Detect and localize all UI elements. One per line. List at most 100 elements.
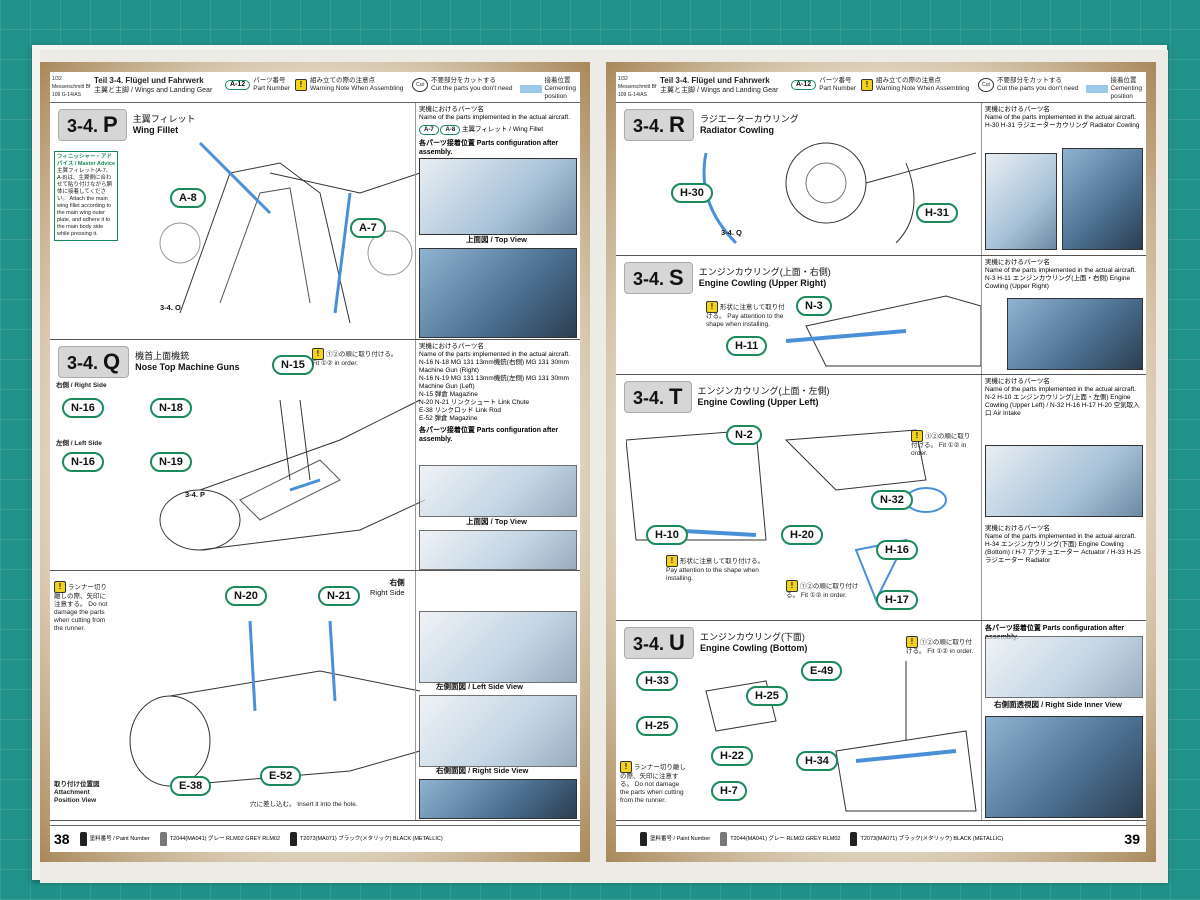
- kit-name: 1/32 Messerschmitt Bf 109 G-14/AS: [52, 76, 91, 98]
- part-label: N-21: [318, 586, 360, 606]
- reference-photo: [419, 248, 577, 338]
- part-label: H-25: [746, 686, 788, 706]
- step-name-en: Wing Fillet: [132, 125, 179, 135]
- step-name-jp: ラジエーターカウリング: [699, 114, 799, 124]
- step-name-en: Engine Cowling (Upper Left): [697, 397, 819, 407]
- cut-icon: Cut: [412, 78, 428, 92]
- paint-legend-item: T2044(MA041) グレー RLM02 GREY RLM02: [159, 832, 280, 846]
- order-note: ! ①②の順に取り付ける。 Fit ①② in order.: [786, 580, 859, 599]
- step-badge: 3-4. S: [624, 262, 693, 294]
- step-badge: 3-4. T: [624, 381, 692, 413]
- left-side-label: 左側 / Left Side: [56, 440, 102, 447]
- page-content: 1/32 Messerschmitt Bf 109 G-14/AS Teil 3…: [50, 72, 580, 852]
- instruction-page-left: 1/32 Messerschmitt Bf 109 G-14/AS Teil 3…: [40, 62, 590, 862]
- wing-fillet-drawing: [159, 141, 421, 324]
- reference-step: 3-4. Q: [721, 228, 742, 237]
- step-3-4-t: 3-4. T エンジンカウリング(上面・左側)Engine Cowling (U…: [616, 375, 1146, 621]
- bottom-cowling-drawing: [705, 661, 977, 812]
- paint-legend-item: T2044(MA041) グレー RLM02 GREY RLM02: [720, 832, 840, 846]
- step-side-info: 実機におけるパーツ名 Name of the parts implemented…: [415, 103, 580, 339]
- part-label: H-7: [711, 781, 747, 801]
- step-badge: 3-4. R: [624, 109, 694, 141]
- page-number: 38: [54, 831, 70, 847]
- part-label: N-20: [225, 586, 267, 606]
- step-badge: 3-4. Q: [58, 346, 130, 378]
- part-label: N-16: [62, 398, 104, 418]
- part-label: A-7: [350, 218, 386, 238]
- step-side-info: 実機におけるパーツ名 Name of the parts implemented…: [981, 103, 1146, 255]
- page-content: 1/32 Messerschmitt Bf 109 G-14/AS Teil 3…: [616, 72, 1146, 852]
- paint-legend-footer: 38 塗料番号 / Paint Number T2044(MA041) グレー …: [50, 825, 580, 852]
- left-view-diagram: [419, 611, 577, 683]
- page-header: 1/32 Messerschmitt Bf 109 G-14/AS Teil 3…: [616, 72, 1146, 103]
- paint-bottle-icon: [640, 832, 647, 846]
- runner-note: ! ランナー切り離しの際、矢印に注意する。 Do not damage the …: [54, 581, 108, 632]
- reference-photo: [985, 445, 1143, 517]
- step-badge: 3-4. P: [58, 109, 127, 141]
- part-label: H-16: [876, 540, 918, 560]
- cut-icon: Cut: [978, 78, 994, 92]
- reference-step: 3-4. O: [160, 303, 181, 312]
- inner-view-diagram: [985, 636, 1143, 698]
- right-side-label: 右側 / Right Side: [56, 382, 107, 389]
- paint-bottle-icon: [79, 832, 87, 846]
- part-label: N-15: [272, 355, 314, 375]
- insert-note: 穴に差し込む。 Insert it into the hole.: [250, 801, 358, 808]
- top-view-diagram: [419, 465, 577, 517]
- step-title: 3-4. T エンジンカウリング(上面・左側)Engine Cowling (U…: [624, 381, 830, 413]
- part-label: N-3: [796, 296, 832, 316]
- page-header: 1/32 Messerschmitt Bf 109 G-14/AS Teil 3…: [50, 72, 580, 103]
- instruction-page-right: 1/32 Messerschmitt Bf 109 G-14/AS Teil 3…: [606, 62, 1156, 862]
- step-title: 3-4. S エンジンカウリング(上面・右側)Engine Cowling (U…: [624, 262, 831, 294]
- warning-icon: !: [295, 79, 307, 91]
- paint-legend-footer: 塗料番号 / Paint Number T2044(MA041) グレー RLM…: [616, 825, 1146, 852]
- nose-guns-drawing: [159, 399, 425, 551]
- step-side-info: 実機におけるパーツ名 Name of the parts implemented…: [981, 375, 1146, 620]
- reference-photo: [1007, 298, 1143, 370]
- paint-legend-item: T2073(MA071) ブラック(メタリック) BLACK (METALLIC…: [850, 832, 1003, 846]
- part-label: N-2: [726, 425, 762, 445]
- paint-bottle-icon: [720, 832, 728, 846]
- part-label: H-31: [916, 203, 958, 223]
- step-3-4-q-detail: ! ランナー切り離しの際、矢印に注意する。 Do not damage the …: [50, 571, 580, 821]
- step-name-jp: 主翼フィレット: [132, 114, 196, 124]
- paint-legend-item: 塗料番号 / Paint Number: [640, 832, 710, 846]
- step-name-jp: エンジンカウリング(上面・左側): [697, 386, 830, 396]
- part-label: H-34: [796, 751, 838, 771]
- paint-bottle-icon: [290, 832, 298, 846]
- part-label: N-32: [871, 490, 913, 510]
- reference-photo: [985, 716, 1143, 818]
- step-name-jp: エンジンカウリング(上面・右側): [698, 267, 831, 277]
- paint-bottle-icon: [850, 832, 858, 846]
- runner-note: ! ランナー切り離しの際、矢印に注意する。 Do not damage the …: [620, 761, 686, 804]
- step-side-info: 実機におけるパーツ名 Name of the parts implemented…: [981, 256, 1146, 374]
- step-name-en: Engine Cowling (Upper Right): [698, 278, 827, 288]
- order-note: ! ①②の順に取り付ける。 Fit ①② in order.: [312, 348, 398, 367]
- shape-note: ! 形状に注意して取り付ける。 Pay attention to the sha…: [706, 301, 785, 328]
- cement-swatch: [1086, 85, 1108, 93]
- master-advice-box: フィニッシャー・アドバイス / Master Advice 主翼フィレット(A-…: [54, 151, 118, 241]
- part-label: H-30: [671, 183, 713, 203]
- assembly-diagram: [419, 158, 577, 235]
- step-name-en: Nose Top Machine Guns: [135, 362, 240, 372]
- step-3-4-u: 3-4. U エンジンカウリング(下面)Engine Cowling (Bott…: [616, 621, 1146, 821]
- cement-swatch: [520, 85, 542, 93]
- step-3-4-s: 3-4. S エンジンカウリング(上面・右側)Engine Cowling (U…: [616, 256, 1146, 375]
- part-label: H-33: [636, 671, 678, 691]
- part-label: H-17: [876, 590, 918, 610]
- order-note: ! ①②の順に取り付ける。 Fit ①② in order.: [911, 430, 971, 457]
